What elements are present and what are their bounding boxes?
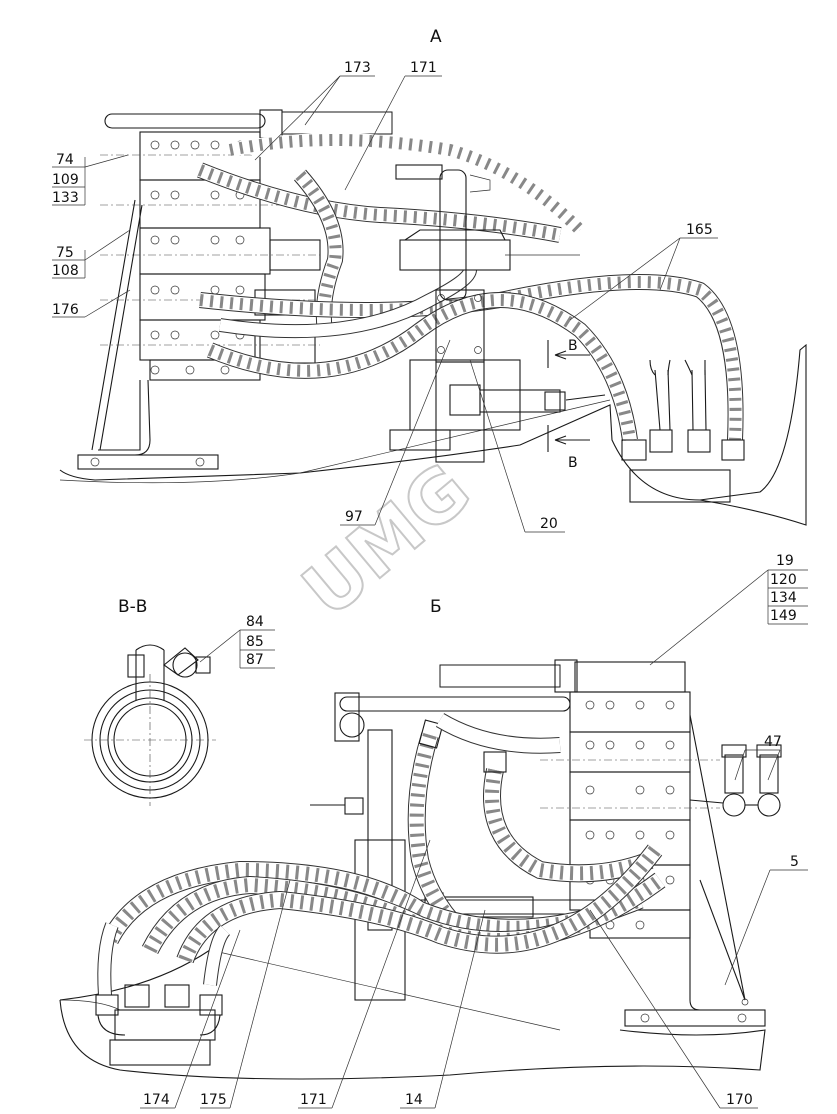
section-bb: В-В 84 85 87	[84, 597, 275, 806]
callout-176: 176	[52, 302, 79, 318]
callout-84: 84	[246, 614, 264, 630]
callout-165: 165	[686, 222, 713, 238]
callout-74: 74	[56, 152, 74, 168]
callout-120: 120	[770, 572, 797, 588]
callout-171-a: 171	[410, 60, 437, 76]
section-marker-top: В	[568, 338, 578, 354]
callout-173: 173	[344, 60, 371, 76]
view-b-title: Б	[430, 597, 442, 617]
leaders-a	[52, 75, 718, 533]
watermark: UMG	[286, 446, 487, 634]
callout-47: 47	[764, 734, 782, 750]
callout-109: 109	[52, 172, 79, 188]
view-b: Б	[59, 553, 808, 1109]
callout-133: 133	[52, 190, 79, 206]
valve-stack-b	[540, 661, 720, 939]
callout-14: 14	[405, 1092, 423, 1108]
view-a-title: А	[430, 27, 442, 47]
fittings-47	[689, 744, 782, 817]
callout-5: 5	[790, 854, 799, 870]
section-bb-title: В-В	[118, 597, 147, 617]
callout-174: 174	[143, 1092, 170, 1108]
ground-outline-a	[59, 343, 807, 526]
callout-19: 19	[776, 553, 794, 569]
callout-20: 20	[540, 516, 558, 532]
callout-134: 134	[770, 590, 797, 606]
leaders-b	[140, 569, 808, 1109]
callout-149: 149	[770, 608, 797, 624]
callout-87: 87	[246, 652, 264, 668]
callout-85: 85	[246, 634, 264, 650]
callout-170: 170	[726, 1092, 753, 1108]
callout-175: 175	[200, 1092, 227, 1108]
svg-text:UMG: UMG	[287, 447, 486, 633]
callout-108: 108	[52, 263, 79, 279]
fittings-b	[95, 984, 223, 1066]
view-a: А	[52, 27, 807, 533]
fittings-a	[621, 359, 745, 503]
section-marker-bottom: В	[568, 455, 578, 471]
callout-75: 75	[56, 245, 74, 261]
callout-171-b: 171	[300, 1092, 327, 1108]
callout-97: 97	[345, 509, 363, 525]
